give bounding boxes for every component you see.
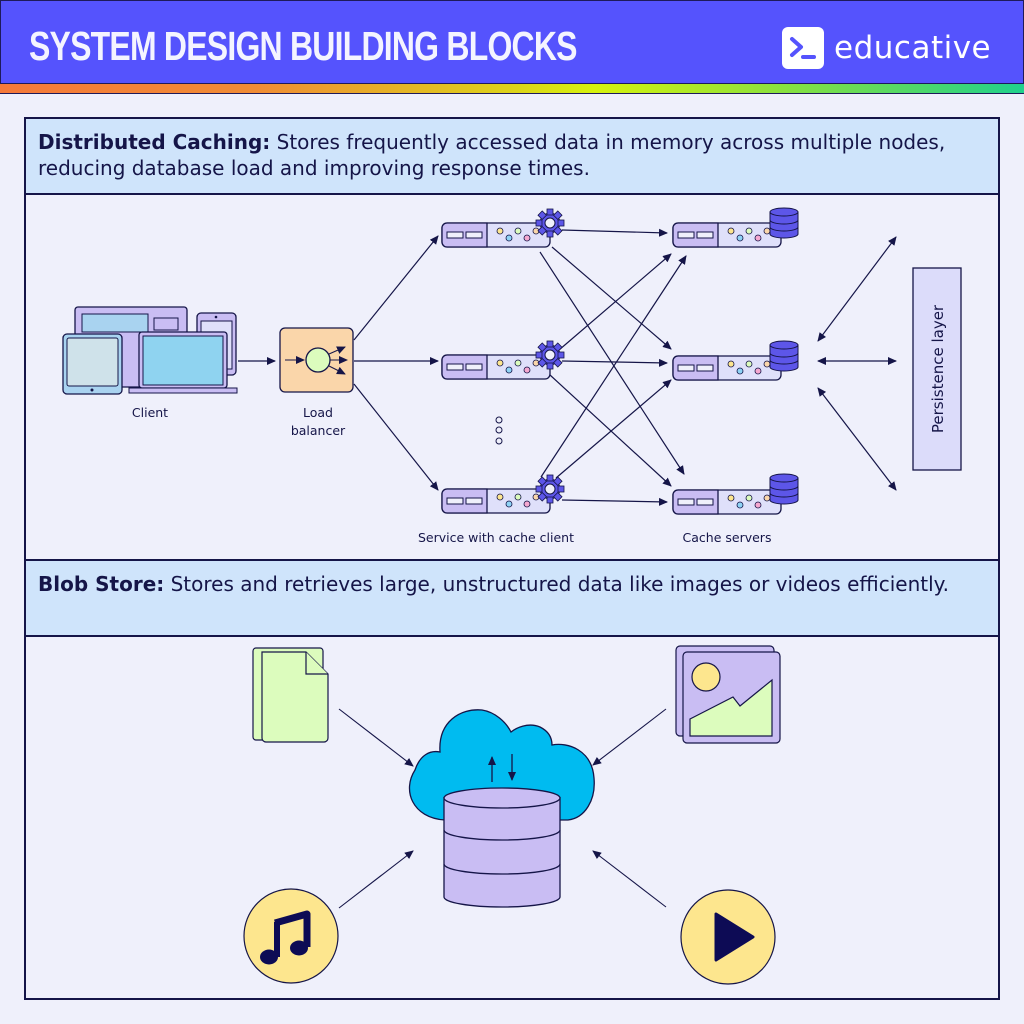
service-server-1	[441, 208, 565, 248]
gear-icon	[535, 208, 565, 238]
devices-icon	[62, 306, 238, 395]
document-icon	[252, 647, 329, 743]
database-icon	[769, 207, 799, 239]
cache-server-3	[672, 473, 799, 515]
music-icon	[243, 888, 339, 984]
brand-name: educative	[834, 30, 992, 66]
cache-servers-label: Cache servers	[683, 530, 772, 545]
section-description: Stores frequently accessed data in memor…	[38, 130, 946, 180]
database-icon	[769, 340, 799, 372]
terminal-prompt-icon	[782, 27, 824, 69]
persistence-arrows	[817, 236, 897, 491]
image-icon	[675, 645, 781, 744]
blob-arrows	[338, 708, 667, 909]
load-balancer-icon	[279, 327, 354, 393]
section-description: Stores and retrieves large, unstructured…	[170, 572, 949, 596]
client-label: Client	[132, 405, 168, 420]
page-title: SYSTEM DESIGN BUILDING BLOCKS	[29, 23, 578, 69]
play-icon	[680, 889, 776, 985]
services-label: Service with cache client	[418, 530, 574, 545]
lb-to-service-3-arrow	[353, 383, 439, 491]
lb-to-service-1-arrow	[353, 235, 439, 341]
database-icon	[443, 787, 561, 908]
database-icon	[769, 473, 799, 505]
gear-icon	[535, 474, 565, 504]
cache-server-2	[672, 340, 799, 381]
persistence-label: Persistence layer	[929, 304, 947, 433]
service-server-3	[441, 474, 565, 514]
service-cache-connections	[539, 228, 687, 506]
section-title: Distributed Caching:	[38, 130, 271, 154]
brand-logo[interactable]: educative	[782, 27, 991, 69]
header-bar: SYSTEM DESIGN BUILDING BLOCKS educative	[0, 0, 1024, 84]
ellipsis-icon	[495, 416, 503, 445]
blob-store-header: Blob Store: Stores and retrieves large, …	[26, 561, 998, 637]
gear-icon	[535, 340, 565, 370]
load-balancer-label: Load	[303, 405, 333, 420]
section-title: Blob Store:	[38, 572, 165, 596]
rainbow-divider	[0, 84, 1024, 94]
blob-store-panel: Blob Store: Stores and retrieves large, …	[24, 559, 1000, 1000]
distributed-caching-header: Distributed Caching: Stores frequently a…	[26, 119, 998, 195]
cache-server-1	[672, 207, 799, 248]
load-balancer-label-2: balancer	[291, 423, 346, 438]
service-server-2	[441, 340, 565, 380]
persistence-layer-box	[912, 267, 962, 471]
